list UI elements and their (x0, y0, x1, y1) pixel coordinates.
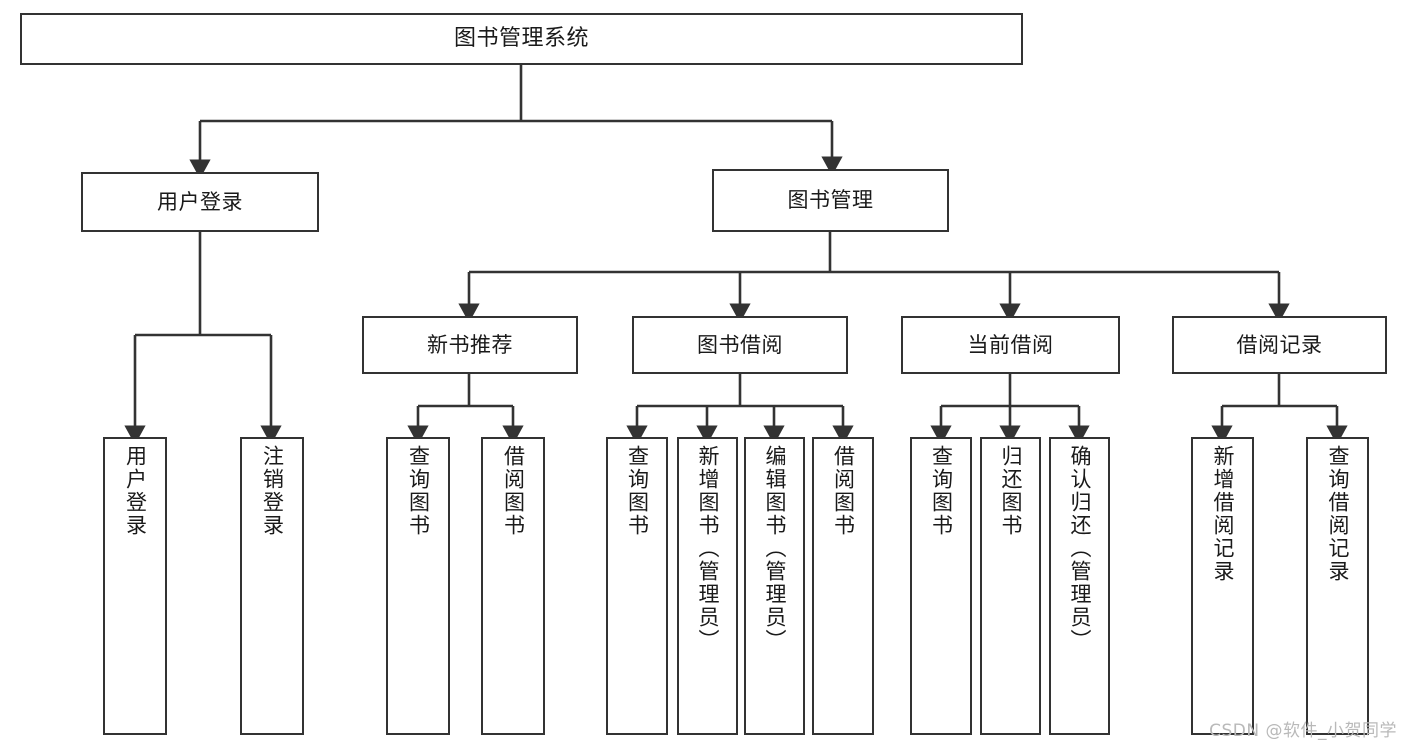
node-label: 新增借阅记录 (1211, 445, 1235, 583)
node-label: 查询图书 (929, 445, 954, 537)
node-label: 用户登录 (157, 189, 243, 214)
node-user-login[interactable]: 用户登录 (81, 172, 319, 232)
node-leaf-user-login[interactable]: 用户登录 (103, 437, 167, 735)
node-label: 编辑图书（管理员） (763, 445, 787, 652)
node-label: 确认归还（管理员） (1068, 445, 1092, 652)
node-leaf-return-book[interactable]: 归还图书 (980, 437, 1041, 735)
node-label: 查询图书 (625, 445, 650, 537)
node-leaf-add-book-admin[interactable]: 新增图书（管理员） (677, 437, 738, 735)
node-label: 借阅图书 (501, 445, 526, 537)
node-leaf-confirm-return-admin[interactable]: 确认归还（管理员） (1049, 437, 1110, 735)
node-book-management-system[interactable]: 图书管理系统 (20, 13, 1023, 65)
node-label: 图书管理系统 (453, 26, 589, 52)
node-leaf-query-borrow-record[interactable]: 查询借阅记录 (1306, 437, 1369, 735)
node-leaf-add-borrow-record[interactable]: 新增借阅记录 (1191, 437, 1254, 735)
node-leaf-logout-login[interactable]: 注销登录 (240, 437, 304, 735)
node-label: 注销登录 (260, 445, 285, 537)
node-label: 借阅记录 (1236, 332, 1323, 357)
node-label: 图书借阅 (697, 332, 783, 357)
node-leaf-edit-book-admin[interactable]: 编辑图书（管理员） (744, 437, 805, 735)
node-label: 当前借阅 (967, 332, 1054, 357)
node-label: 新书推荐 (427, 332, 513, 357)
node-leaf-borrow-book-2[interactable]: 借阅图书 (812, 437, 874, 735)
node-borrow-record[interactable]: 借阅记录 (1172, 316, 1387, 374)
node-book-management[interactable]: 图书管理 (712, 169, 949, 232)
node-leaf-query-book-1[interactable]: 查询图书 (386, 437, 450, 735)
node-label: 归还图书 (999, 445, 1023, 537)
node-leaf-query-book-2[interactable]: 查询图书 (606, 437, 668, 735)
node-label: 查询借阅记录 (1326, 445, 1350, 583)
node-label: 新增图书（管理员） (696, 445, 720, 652)
node-book-borrow[interactable]: 图书借阅 (632, 316, 848, 374)
node-new-book-recommend[interactable]: 新书推荐 (362, 316, 578, 374)
node-label: 图书管理 (787, 188, 874, 213)
node-label: 借阅图书 (831, 445, 856, 537)
node-label: 用户登录 (123, 445, 148, 537)
csdn-watermark: CSDN @软件_小贺同学 (1209, 721, 1397, 741)
node-leaf-borrow-book-1[interactable]: 借阅图书 (481, 437, 545, 735)
node-current-borrow[interactable]: 当前借阅 (901, 316, 1120, 374)
node-label: 查询图书 (406, 445, 431, 537)
node-leaf-query-book-3[interactable]: 查询图书 (910, 437, 972, 735)
